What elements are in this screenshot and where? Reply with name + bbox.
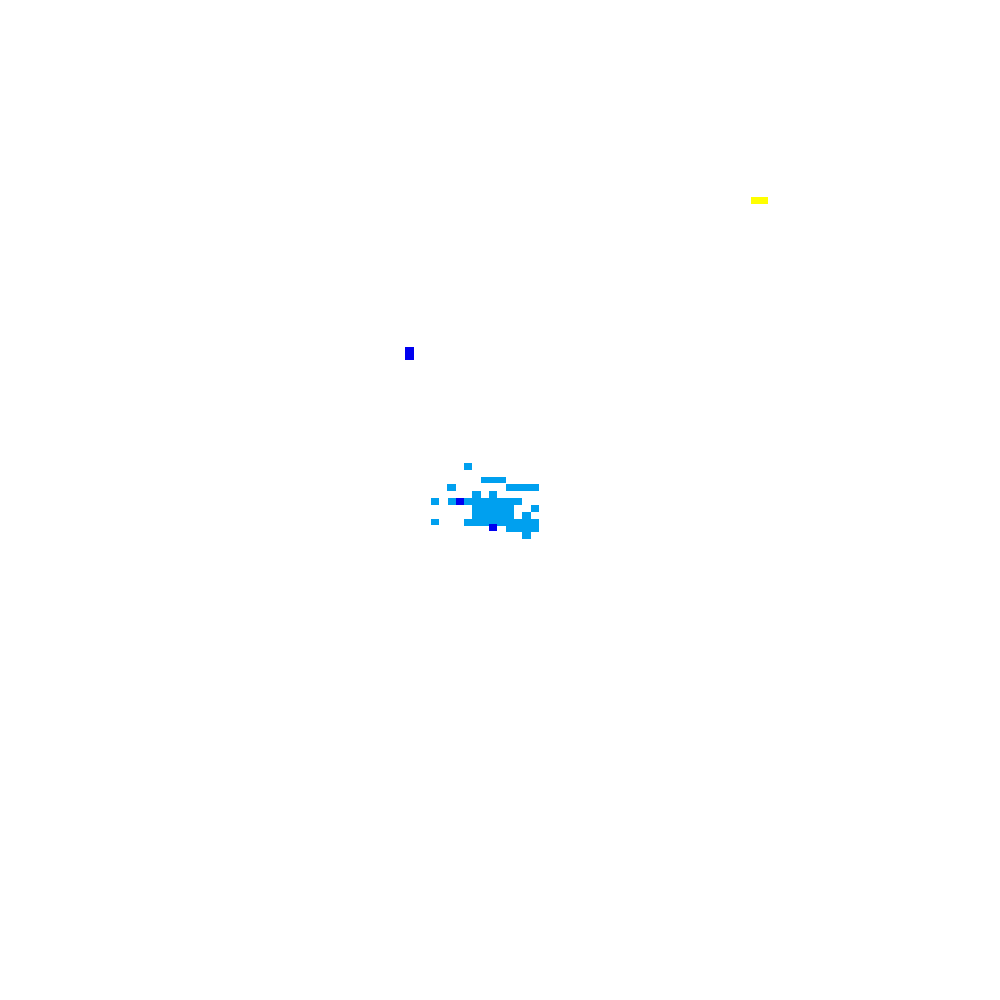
- cluster-pixel: [472, 512, 514, 519]
- cluster-pixel: [522, 512, 531, 519]
- yellow-marker: [751, 197, 768, 204]
- cluster-pixel: [506, 526, 539, 532]
- dark-pixel: [489, 524, 497, 531]
- cluster-pixel: [481, 477, 506, 483]
- cluster-pixel: [431, 498, 439, 505]
- cluster-pixel: [472, 491, 481, 498]
- cluster-pixel: [447, 484, 456, 491]
- cluster-pixel: [464, 519, 539, 526]
- cluster-pixel: [472, 505, 514, 512]
- blue-marker: [405, 347, 414, 360]
- cluster-pixel: [431, 519, 439, 525]
- pixel-cluster: [431, 463, 539, 539]
- cluster-pixel: [464, 463, 472, 470]
- cluster-pixel: [489, 491, 497, 498]
- cluster-pixel: [448, 498, 522, 505]
- cluster-pixel: [522, 532, 531, 539]
- cluster-pixel: [506, 484, 539, 491]
- marker-group: [405, 197, 768, 360]
- dark-pixel: [456, 498, 464, 505]
- cluster-pixel: [531, 505, 539, 512]
